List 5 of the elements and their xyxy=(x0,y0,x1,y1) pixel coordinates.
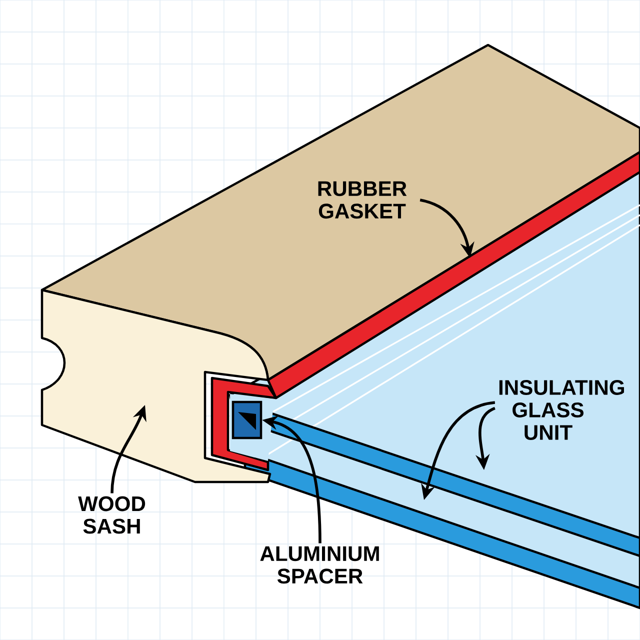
callout-label: WOOD SASH xyxy=(78,496,146,534)
spacer-block xyxy=(232,400,262,440)
callout-label: RUBBER GASKET xyxy=(318,181,407,219)
callout-label: INSULATING GLASS UNIT xyxy=(499,380,624,440)
callout-label: ALUMINIUM SPACER xyxy=(260,546,379,584)
